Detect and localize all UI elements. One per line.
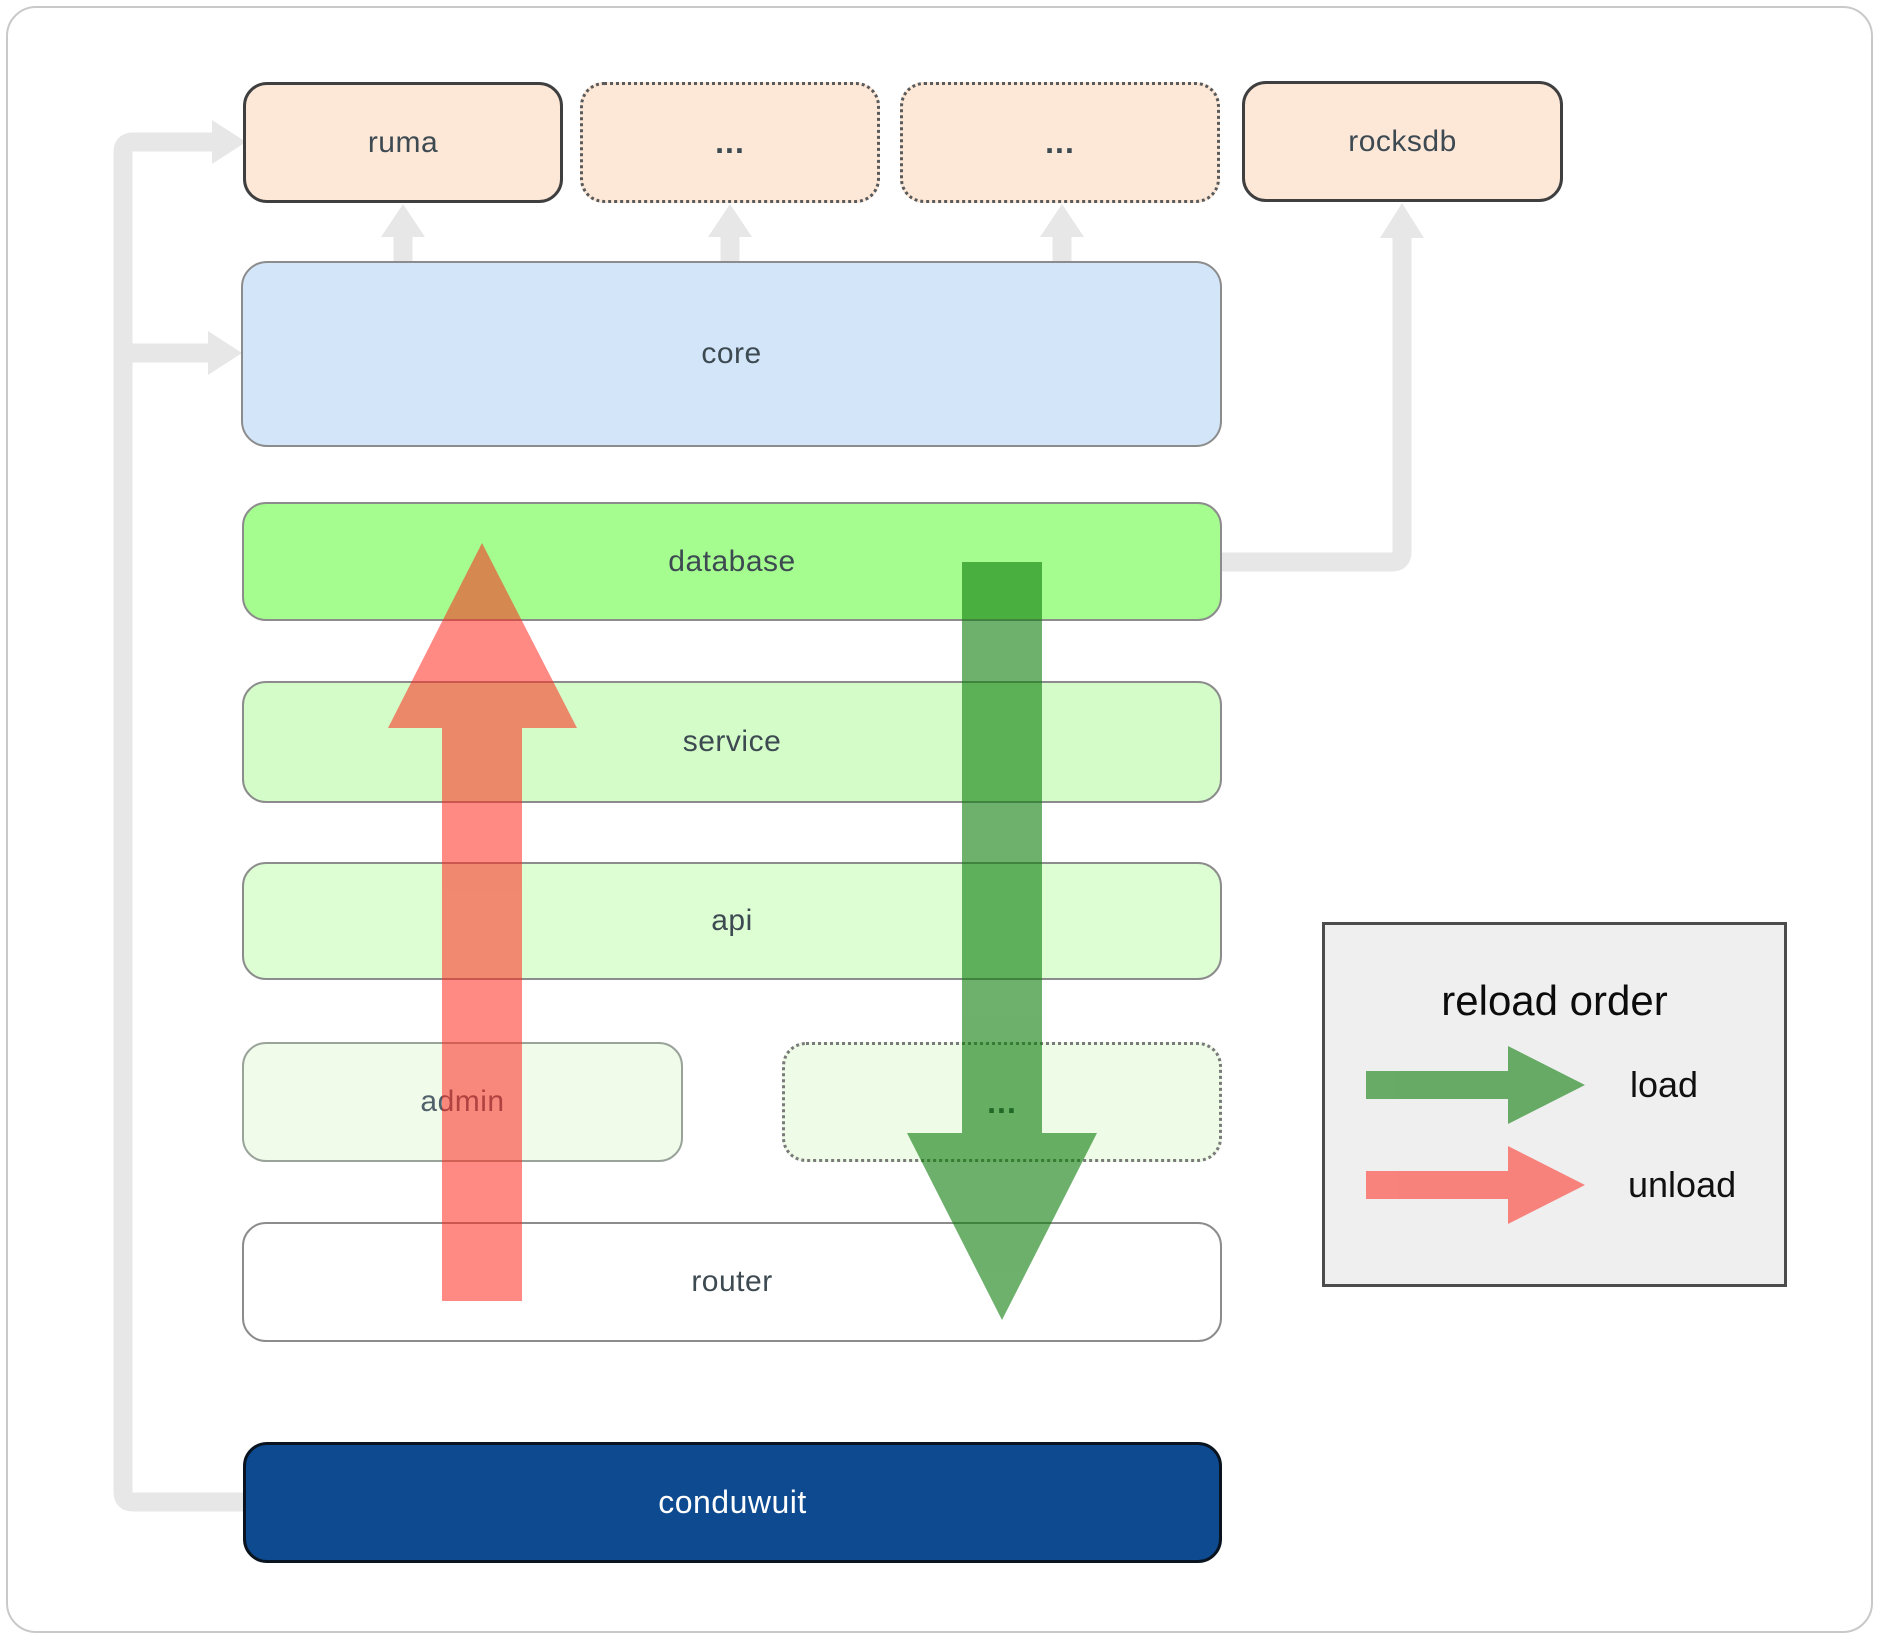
legend-unload-label: unload — [1628, 1164, 1737, 1205]
node-ellipsis-3: ... — [782, 1042, 1222, 1162]
node-conduwuit-label: conduwuit — [658, 1484, 807, 1520]
legend-arrows — [1366, 1046, 1585, 1224]
node-rocksdb: rocksdb — [1242, 81, 1563, 202]
legend-unload-arrow-icon-inner — [1435, 1167, 1551, 1203]
node-router: router — [242, 1222, 1222, 1342]
node-ruma-label: ruma — [367, 125, 439, 159]
node-admin: admin — [242, 1042, 683, 1162]
node-router-label: router — [691, 1265, 773, 1298]
node-ellipsis-1-label: ... — [715, 124, 745, 160]
node-api-label: api — [711, 904, 753, 937]
legend-load-arrow-icon-inner — [1435, 1067, 1551, 1103]
node-ruma: ruma — [243, 82, 563, 203]
node-core-label: core — [701, 337, 762, 370]
node-core: core — [241, 261, 1222, 447]
node-ellipsis-3-label: ... — [987, 1083, 1017, 1120]
node-ellipsis-2: ... — [900, 82, 1220, 203]
legend-title: reload order — [1441, 977, 1668, 1024]
node-rocksdb-label: rocksdb — [1348, 124, 1457, 158]
legend-load-label: load — [1630, 1064, 1699, 1105]
node-ellipsis-1: ... — [580, 82, 880, 203]
node-admin-label: admin — [420, 1085, 505, 1118]
node-service: service — [242, 681, 1222, 803]
node-conduwuit: conduwuit — [243, 1442, 1222, 1563]
node-database: database — [242, 502, 1222, 621]
node-ellipsis-2-label: ... — [1045, 124, 1075, 160]
node-service-label: service — [682, 725, 782, 758]
node-database-label: database — [668, 544, 796, 578]
diagram-border — [6, 6, 1873, 1633]
legend: reload order load unload — [1322, 922, 1787, 1287]
node-api: api — [242, 862, 1222, 980]
